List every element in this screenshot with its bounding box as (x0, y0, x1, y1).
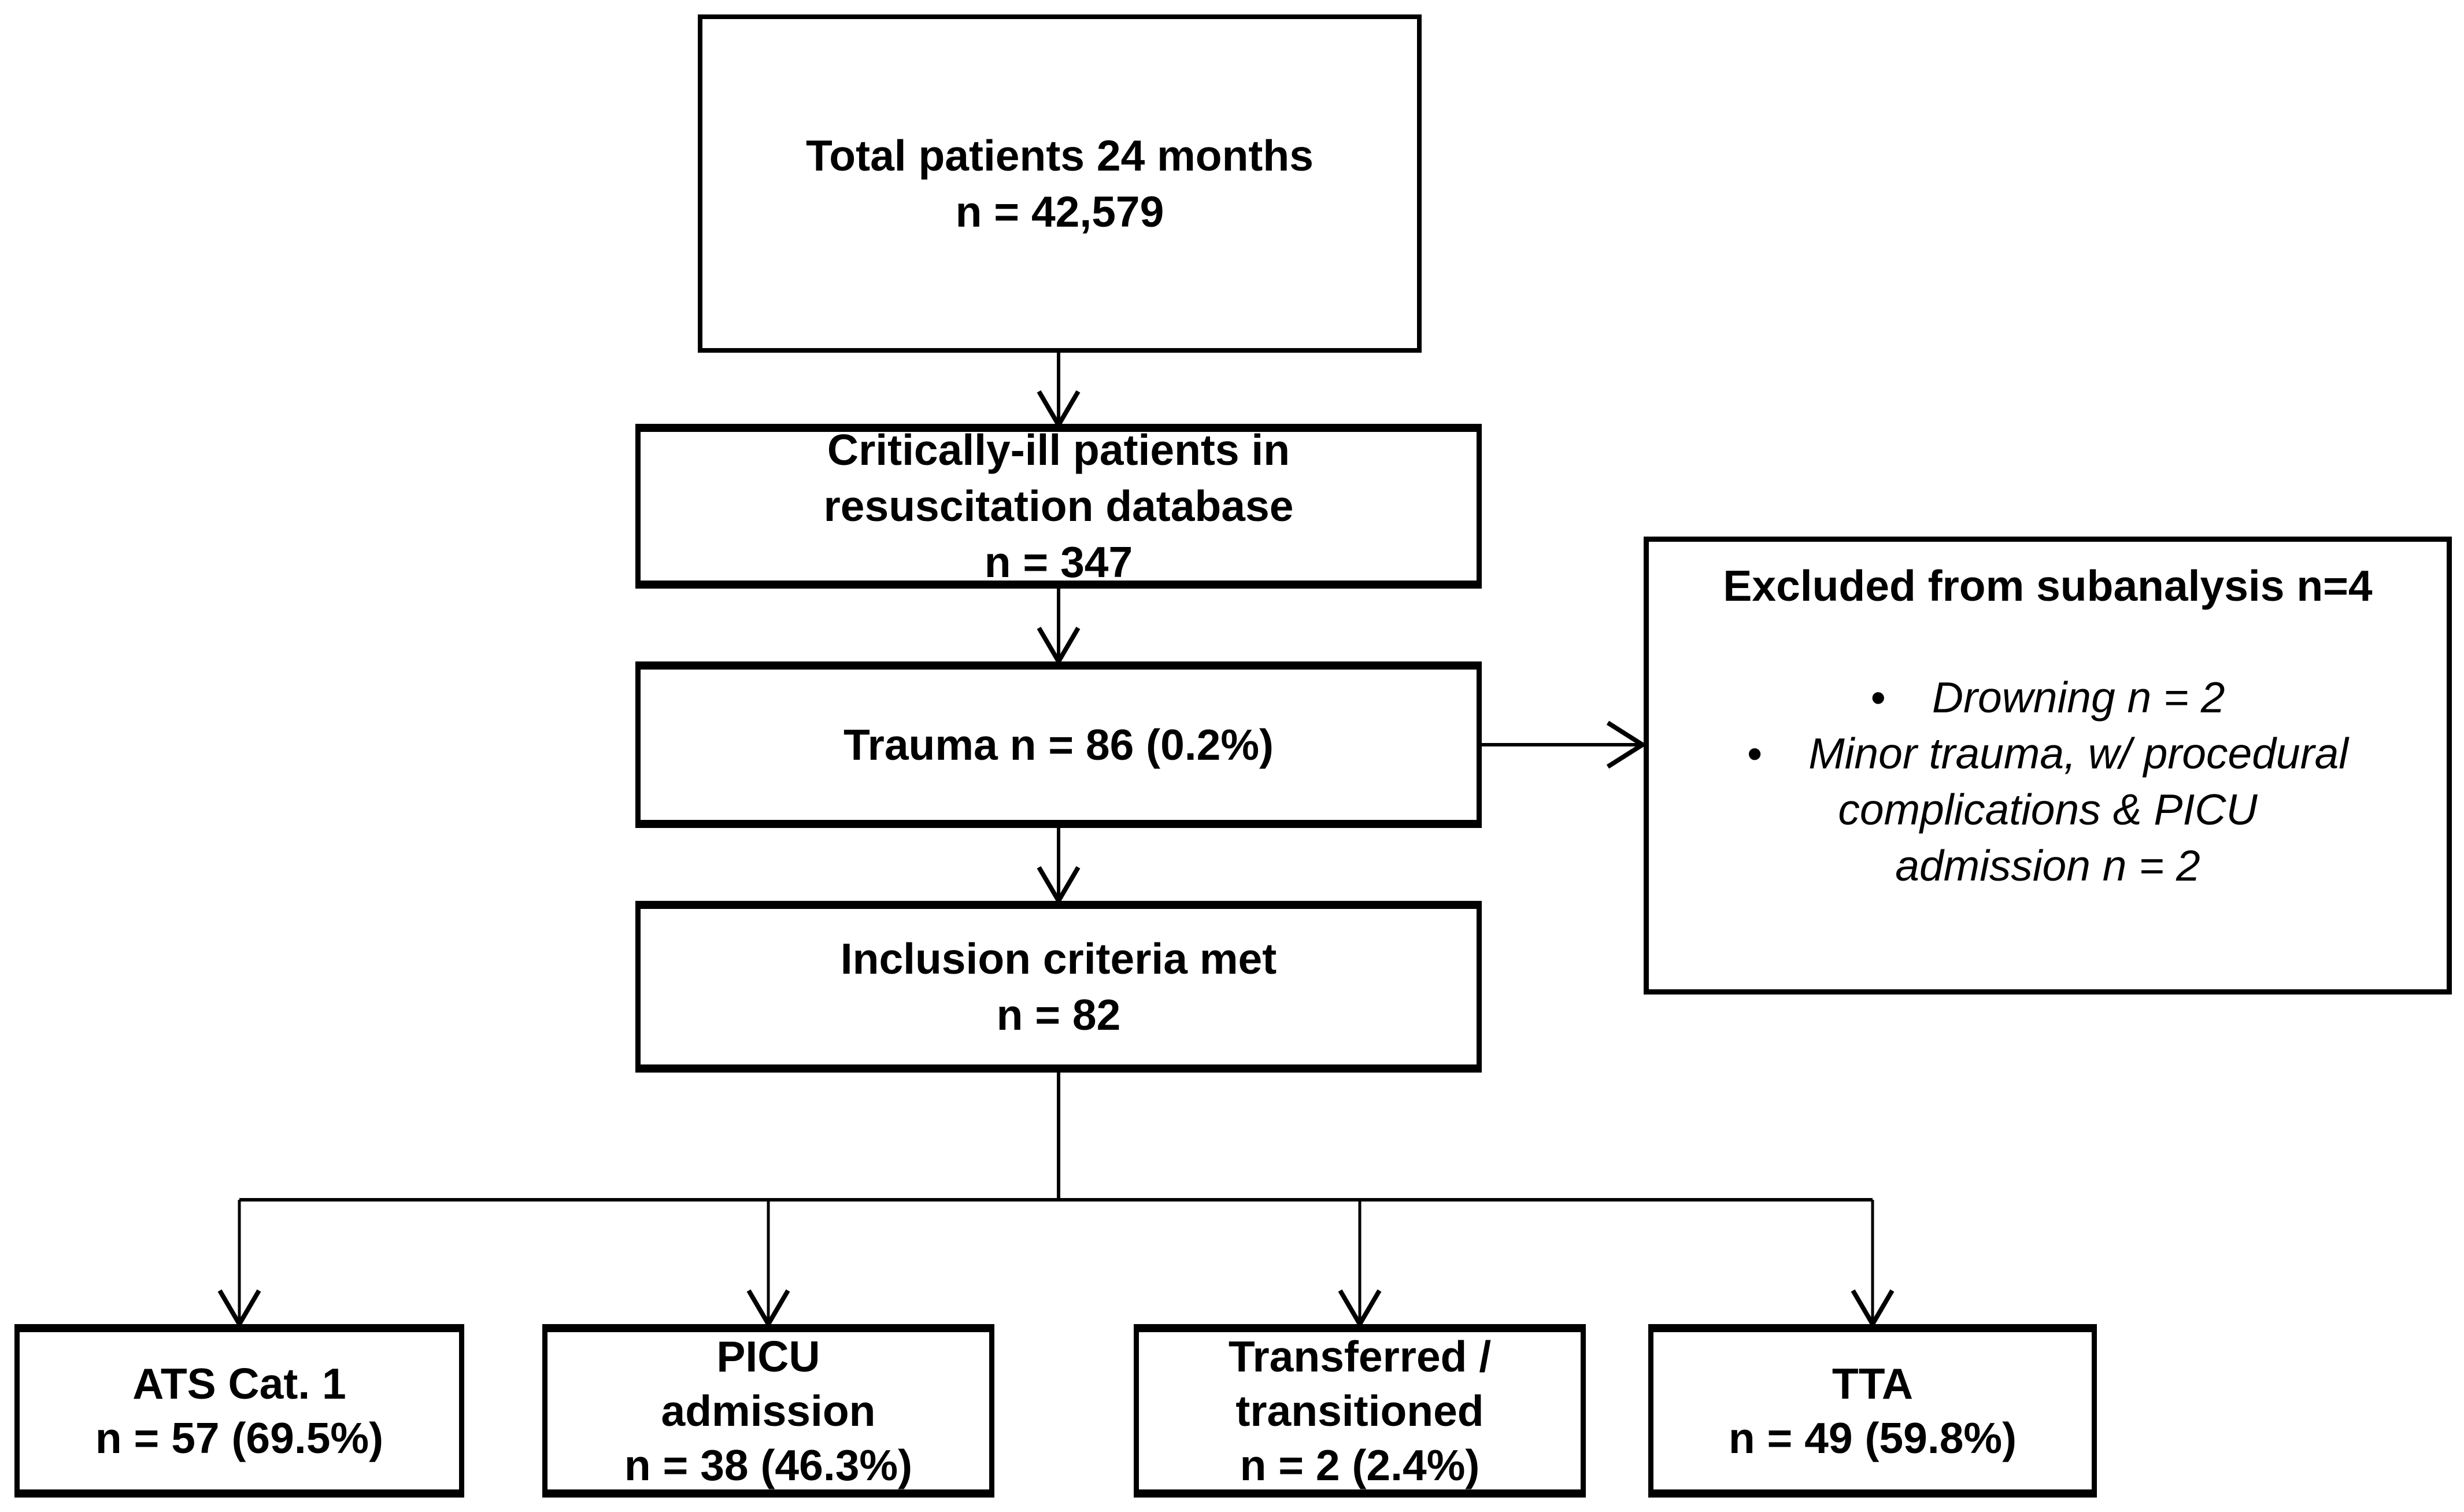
box-excluded-subanalysis: Excluded from subanalysis n=4 • Drowning … (1644, 537, 2452, 995)
bullet-text-continuation: complications & PICU (1838, 785, 2258, 834)
bullet-item: • Drowning n = 2 (1747, 670, 2348, 726)
box-line: Critically-ill patients in (827, 426, 1290, 474)
box-line: TTA (1832, 1359, 1914, 1408)
arrow-total-to-critically-ill (1037, 353, 1081, 430)
box-line: n = 347 (984, 538, 1133, 586)
bullet-text: Drowning n = 2 (1932, 673, 2225, 722)
bullet-icon: • (1747, 729, 1763, 778)
box-transferred-transitioned: Transferred / transitioned n = 2 (2.4%) (1134, 1324, 1586, 1498)
arrow-critically-ill-to-trauma (1037, 589, 1081, 666)
box-line: Trauma n = 86 (0.2%) (843, 720, 1274, 769)
arrow-trauma-to-excluded (1482, 720, 1647, 769)
box-tta: TTA n = 49 (59.8%) (1648, 1324, 2097, 1498)
box-line: admission (661, 1387, 876, 1435)
box-ats-cat-1: ATS Cat. 1 n = 57 (69.5%) (14, 1324, 464, 1498)
box-line: Transferred / (1228, 1332, 1492, 1381)
arrow-branch-to-tta (1851, 1200, 1895, 1329)
box-line: Total patients 24 months (806, 131, 1314, 180)
box-line: Inclusion criteria met (840, 934, 1277, 983)
bullet-text: Minor trauma, w/ procedural (1808, 729, 2348, 778)
box-total-patients: Total patients 24 months n = 42,579 (698, 14, 1422, 353)
box-picu-admission: PICU admission n = 38 (46.3%) (542, 1324, 994, 1498)
bullet-item: • Minor trauma, w/ procedural (1747, 726, 2348, 782)
box-line: n = 57 (69.5%) (95, 1414, 384, 1462)
box-inclusion-criteria: Inclusion criteria met n = 82 (635, 901, 1482, 1073)
box-line: PICU (716, 1332, 820, 1381)
excluded-bullet-list: • Drowning n = 2 • Minor trauma, w/ proced… (1747, 670, 2348, 894)
bullet-icon: • (1870, 673, 1886, 722)
box-line: transitioned (1235, 1387, 1484, 1435)
arrow-branch-to-ats (217, 1200, 261, 1329)
box-line: n = 42,579 (955, 187, 1164, 236)
box-line: n = 38 (46.3%) (624, 1441, 913, 1489)
box-line: n = 82 (996, 990, 1121, 1039)
box-line: n = 49 (59.8%) (1728, 1414, 2017, 1462)
box-critically-ill: Critically-ill patients in resuscitation… (635, 424, 1482, 589)
arrow-branch-to-transferred (1338, 1200, 1382, 1329)
box-line: resuscitation database (823, 482, 1294, 530)
excluded-title: Excluded from subanalysis n=4 (1723, 561, 2373, 610)
bullet-text-continuation: admission n = 2 (1895, 841, 2200, 890)
box-line: n = 2 (2.4%) (1240, 1441, 1480, 1489)
arrow-branch-to-picu (746, 1200, 790, 1329)
box-line: ATS Cat. 1 (132, 1359, 346, 1408)
arrow-trauma-to-inclusion (1037, 828, 1081, 905)
box-trauma: Trauma n = 86 (0.2%) (635, 661, 1482, 828)
